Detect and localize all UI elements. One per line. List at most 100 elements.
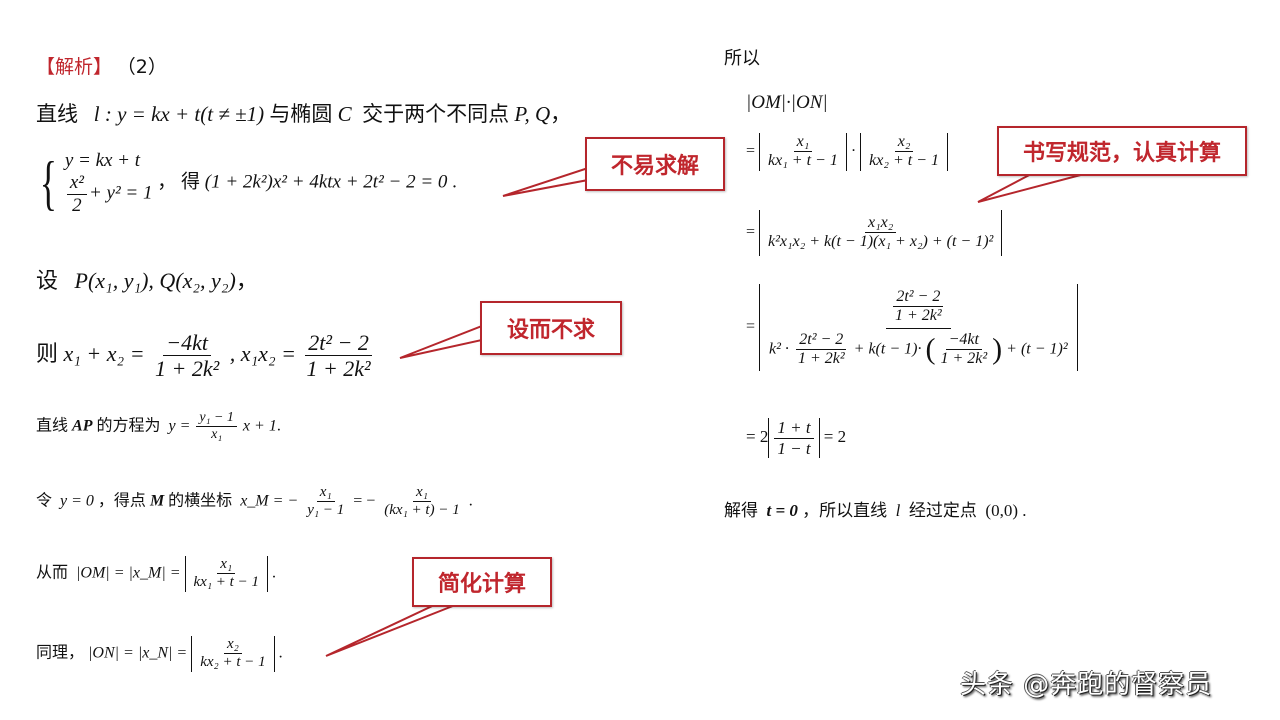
- frac-num: x₂: [223, 636, 242, 655]
- punct: ，: [550, 102, 572, 126]
- frac-den: 1 − t: [777, 438, 811, 458]
- callout-write-carefully: 书写规范，认真计算: [997, 126, 1247, 176]
- text-tail: 交于两个不同点: [362, 102, 510, 126]
- text-prefix: 直线: [36, 415, 69, 435]
- frac-num: x₁x₂: [865, 214, 897, 234]
- line-name: AP: [72, 417, 93, 435]
- frac-num: x₁: [316, 484, 335, 503]
- system-eq1: y = kx + t: [64, 150, 141, 171]
- text-suffix: 与椭圆: [269, 102, 333, 126]
- eq-lhs: x_M = −: [240, 492, 299, 510]
- text-mid: 的横坐标: [168, 490, 233, 510]
- frac-den: y₁ − 1: [307, 502, 345, 519]
- eq-lhs: |ON| = |x_N| =: [88, 644, 188, 662]
- text-prefix: 令: [36, 490, 53, 510]
- frac-den: k²x₁x₂ + k(t − 1)(x₁ + x₂) + (t − 1)²: [768, 233, 994, 251]
- points-pq: P, Q: [514, 102, 551, 126]
- callout-set-not-solve: 设而不求: [480, 301, 622, 355]
- frac-num: x₁: [413, 484, 431, 503]
- term-k2: k² ·: [769, 340, 789, 358]
- frac-den: (kx₁ + t) − 1: [384, 502, 460, 519]
- punct: ，: [235, 269, 258, 294]
- text-yield: 得: [181, 170, 201, 193]
- watermark: 头条 @奔跑的督察员: [960, 670, 1213, 700]
- text-get-point: ，得点: [97, 490, 146, 510]
- text-mid: ，所以直线: [802, 501, 888, 521]
- frac-den: x₁: [211, 427, 223, 443]
- text-tail: 经过定点: [908, 501, 977, 521]
- frac-den: 1 + 2k²: [797, 350, 845, 368]
- term-mid: + k(t − 1)·: [853, 340, 922, 358]
- eq-sign: =: [746, 317, 756, 335]
- eq-sign: =: [746, 223, 756, 241]
- callout-label: 不易求解: [610, 154, 699, 179]
- punct: .: [278, 644, 283, 662]
- so-label: 所以: [724, 48, 760, 69]
- set-points: 设 P(x₁, y₁), Q(x₂, y₂)，: [36, 263, 258, 295]
- frac-num: −4kt: [163, 330, 212, 357]
- frac-den: 1 + 2k²: [940, 350, 988, 368]
- eq-sign: = 2: [746, 426, 769, 446]
- eq-lhs: |OM| = |x_M| =: [76, 564, 181, 582]
- text-prefix: 从而: [36, 562, 69, 582]
- callout-label: 设而不求: [506, 318, 595, 343]
- condition: y = 0: [60, 492, 94, 510]
- text-prefix: 同理，: [36, 642, 85, 662]
- frac-num: 1 + t: [774, 418, 814, 439]
- product-expression: |OM|·|ON|: [746, 92, 828, 113]
- frac-num: y₁ − 1: [196, 410, 237, 428]
- product-lhs: , x₁x₂ =: [229, 340, 296, 366]
- ellipse-name: C: [337, 102, 352, 126]
- frac-den: 1 + 2k²: [894, 307, 942, 325]
- frac-den: kx₁ + t − 1: [768, 152, 838, 170]
- conclusion: 解得 t = 0 ，所以直线 l 经过定点 (0,0) .: [724, 496, 1026, 521]
- callout-label: 简化计算: [437, 572, 526, 597]
- term-end: + (t − 1)²: [1006, 340, 1068, 358]
- text-prefix: 设: [36, 269, 59, 294]
- dot: ·: [850, 142, 857, 160]
- frac-num: 2t² − 2: [893, 288, 944, 308]
- frac-den: 2: [72, 194, 82, 216]
- punct: .: [1022, 501, 1027, 520]
- frac-num: x²: [66, 172, 87, 195]
- pointer-simplify-calc: [325, 599, 469, 657]
- callout-hard-to-solve: 不易求解: [585, 137, 725, 191]
- frac-num: x₂: [894, 133, 914, 153]
- line-equation: l : y = kx + t(t ≠ ±1): [93, 102, 265, 126]
- quadratic-equation: (1 + 2k²)x² + 4ktx + 2t² − 2 = 0: [204, 171, 448, 193]
- callout-simplify-calc: 简化计算: [412, 557, 552, 607]
- punct: .: [468, 492, 473, 510]
- punct: .: [276, 417, 281, 435]
- frac-num: 2t² − 2: [305, 330, 372, 357]
- sum-lhs: x₁ + x₂ =: [63, 340, 145, 366]
- punct: ，: [157, 170, 177, 193]
- frac-num: 2t² − 2: [796, 331, 847, 351]
- callout-label: 书写规范，认真计算: [1022, 141, 1221, 166]
- solution-heading: 【解析】 （2）: [36, 52, 167, 79]
- text-prefix: 解得: [724, 501, 758, 521]
- fixed-point: (0,0): [985, 501, 1018, 520]
- frac-den: kx₂ + t − 1: [200, 654, 266, 671]
- text-mid: 的方程为: [96, 415, 161, 435]
- pointer-write-carefully: [977, 171, 1093, 203]
- frac-den: 1 + 2k²: [306, 356, 371, 382]
- point-name: M: [149, 492, 165, 510]
- pointer-set-not-solve: [399, 324, 483, 359]
- heading-bracket: 【解析】: [36, 56, 113, 78]
- condition: t = 0: [766, 501, 798, 520]
- pointer-hard-to-solve: [502, 166, 589, 197]
- eq-sign: = −: [353, 492, 376, 510]
- line-definition: 直线 l : y = kx + t(t ≠ ±1) 与椭圆 C 交于两个不同点 …: [36, 98, 571, 128]
- frac-den: kx₂ + t − 1: [869, 152, 939, 170]
- frac-num: −4kt: [945, 331, 982, 351]
- result: = 2: [823, 426, 847, 446]
